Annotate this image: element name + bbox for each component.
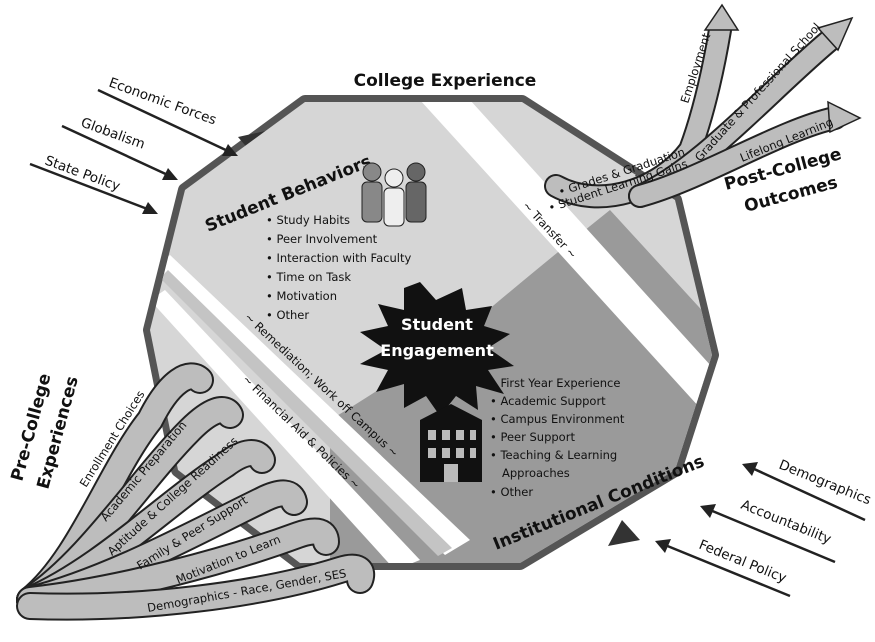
lifelong-arrow-icon: [827, 100, 862, 134]
student-behaviors-list: • Study Habits • Peer Involvement • Inte…: [266, 213, 411, 322]
svg-text:• Study Habits: • Study Habits: [266, 213, 350, 227]
ring-arrow-bottom-icon: [608, 520, 640, 546]
engagement-line2: Engagement: [380, 341, 494, 360]
remediation-band: [150, 255, 470, 555]
people-icon: [361, 162, 427, 227]
institutional-conditions-list: • First Year Experience • Academic Suppo…: [490, 376, 625, 499]
svg-text:• Time on Task: • Time on Task: [266, 270, 351, 284]
force-federal-policy: Federal Policy: [697, 537, 789, 587]
employment-arrow-icon: [703, 3, 740, 31]
svg-text:• Peer Support: • Peer Support: [490, 430, 575, 444]
svg-text:Approaches: Approaches: [502, 466, 570, 480]
transfer-band: [420, 102, 712, 430]
svg-text:• Interaction with Faculty: • Interaction with Faculty: [266, 251, 411, 265]
svg-text:• Peer Involvement: • Peer Involvement: [266, 232, 378, 246]
building-icon: [420, 404, 482, 482]
force-globalism: Globalism: [79, 115, 147, 153]
svg-text:• Teaching & Learning: • Teaching & Learning: [490, 448, 617, 462]
grad-school-arrow-icon: [816, 16, 854, 52]
force-accountability: Accountability: [739, 497, 834, 548]
svg-text:• Other: • Other: [266, 308, 309, 322]
svg-text:• Other: • Other: [490, 485, 533, 499]
svg-text:• Motivation: • Motivation: [266, 289, 337, 303]
svg-text:• Academic Support: • Academic Support: [490, 394, 606, 408]
engagement-line1: Student: [401, 315, 473, 334]
svg-text:• Campus Environment: • Campus Environment: [490, 412, 625, 426]
diagram-title: College Experience: [354, 71, 537, 91]
financial-aid-band: [150, 290, 420, 563]
svg-text:• First Year Experience: • First Year Experience: [490, 376, 620, 390]
engagement-starburst: [360, 282, 514, 416]
